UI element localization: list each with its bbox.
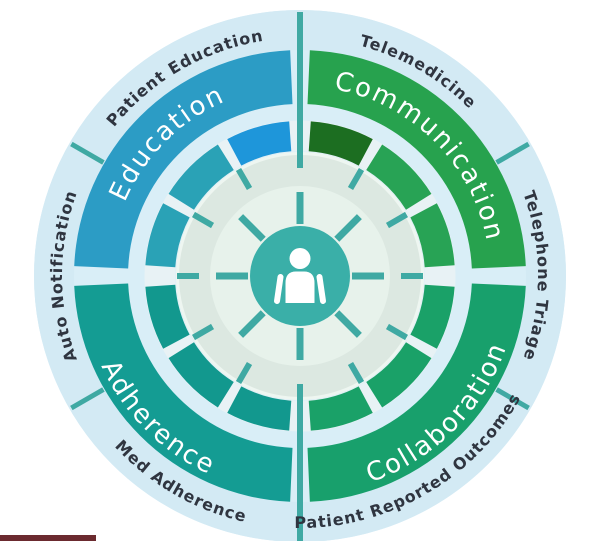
inner-segment-adherence-1 bbox=[145, 284, 190, 349]
inner-segment-collaboration-1 bbox=[308, 386, 373, 431]
segment-tick-120 bbox=[235, 167, 253, 191]
outer-sector-divider-330 bbox=[495, 387, 530, 411]
outer-sector-divider-150 bbox=[70, 141, 105, 165]
inner-segment-adherence-3 bbox=[227, 386, 292, 431]
person-left-arm bbox=[274, 274, 284, 304]
hub-spoke-135 bbox=[238, 214, 266, 242]
inner-segment-communication-1 bbox=[410, 203, 455, 268]
inner-segment-communication-2 bbox=[366, 144, 432, 210]
hub-spoke-315 bbox=[334, 310, 362, 338]
outer-sector-divider-210 bbox=[70, 387, 105, 411]
person-head bbox=[289, 248, 311, 269]
bottom-edge-bar bbox=[0, 535, 96, 541]
inner-segment-collaboration-3 bbox=[410, 284, 455, 349]
inner-segment-communication-3 bbox=[308, 121, 373, 166]
hub-spoke-45 bbox=[334, 214, 362, 242]
segment-tick-30 bbox=[385, 211, 409, 229]
person-right-arm bbox=[316, 274, 326, 304]
segment-tick-240 bbox=[235, 361, 253, 385]
segment-tick-60 bbox=[347, 167, 365, 191]
inner-segment-collaboration-2 bbox=[366, 342, 432, 408]
inner-segment-education-1 bbox=[227, 121, 292, 166]
quadrant-arc-communication bbox=[307, 50, 526, 269]
inner-segment-education-2 bbox=[168, 144, 234, 210]
hub-spoke-225 bbox=[238, 310, 266, 338]
inner-segment-adherence-2 bbox=[168, 342, 234, 408]
segment-tick-330 bbox=[385, 323, 409, 341]
segment-tick-300 bbox=[347, 361, 365, 385]
quadrant-arc-collaboration bbox=[307, 283, 526, 502]
segment-tick-210 bbox=[191, 323, 215, 341]
person-icon bbox=[274, 248, 326, 304]
outer-sector-divider-30 bbox=[495, 141, 530, 165]
quadrant-arc-education bbox=[74, 50, 293, 269]
person-torso bbox=[285, 271, 315, 303]
segment-tick-150 bbox=[191, 211, 215, 229]
inner-segment-education-3 bbox=[145, 203, 190, 268]
quadrant-arc-adherence bbox=[74, 283, 293, 502]
